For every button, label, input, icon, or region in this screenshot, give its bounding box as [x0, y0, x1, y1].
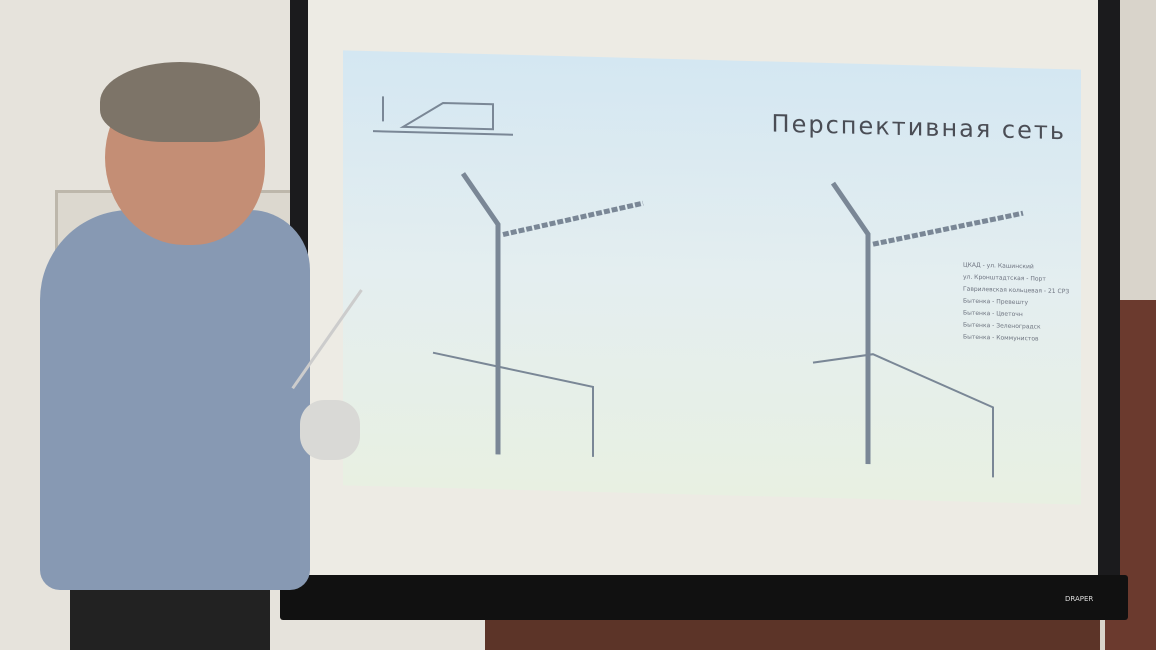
transport-logo-icon	[373, 96, 513, 136]
gloved-hand	[300, 400, 360, 460]
legend-item: ул. Кронштадтская - Порт	[963, 274, 1046, 283]
person-hair	[100, 62, 260, 142]
screen-brand-logo: DRAPER	[1065, 595, 1094, 603]
legend-item: Бытенка - Коммунистов	[963, 334, 1039, 343]
legend-item: ЦКАД - ул. Кашинский	[963, 262, 1034, 271]
screen-case	[280, 575, 1128, 620]
projected-slide: Перспективная сеть ЦКАД - ул. Кашинский …	[343, 50, 1081, 505]
legend-item: Бытенка - Цветочн	[963, 310, 1023, 319]
transit-network-map: ЦКАД - ул. Кашинский ул. Кронштадтская -…	[373, 96, 1069, 478]
legend-item: Бытенка - Зеленоградск	[963, 322, 1041, 331]
legend-item: Гаврилевская кольцевая - 21 СРЗ	[963, 286, 1069, 296]
legend-item: Бытенка - Превешту	[963, 298, 1028, 307]
person-sweater	[40, 210, 310, 590]
